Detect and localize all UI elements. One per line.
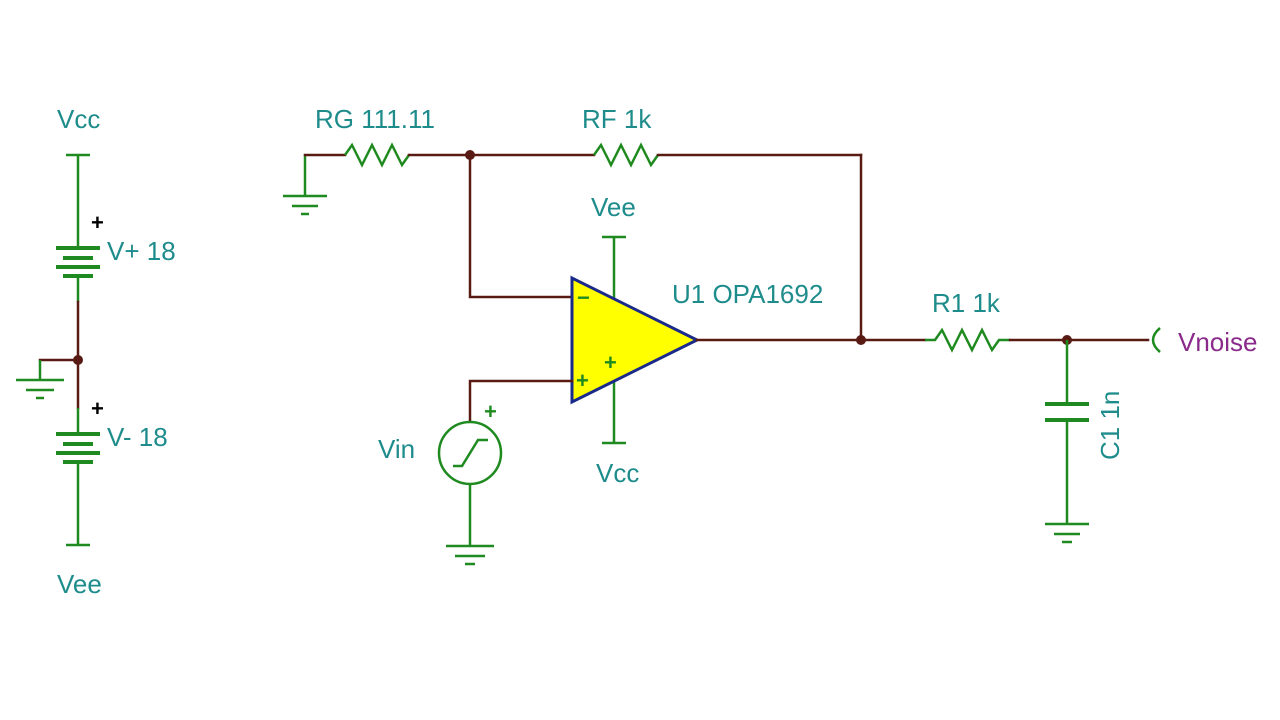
vplus-polarity-mark: +: [91, 210, 104, 235]
vplus-battery-icon: [56, 220, 100, 302]
supply-mid-node: [73, 355, 83, 365]
opamp-triangle-icon: [570, 275, 701, 405]
opamp-noninverting-sign: +: [576, 368, 589, 393]
c1-ground-icon: [1045, 522, 1089, 544]
output-node: [856, 335, 866, 345]
output-filter: R1 1k C1 1n Vnoise: [695, 288, 1258, 544]
vin-polarity-mark: +: [484, 399, 497, 424]
vminus-label: V- 18: [107, 422, 168, 452]
noninverting-input-wire: [468, 379, 574, 423]
vminus-battery-icon: [56, 408, 100, 545]
rf-label: RF 1k: [582, 104, 652, 134]
opamp-inverting-sign: −: [577, 285, 590, 310]
vnoise-label: Vnoise: [1178, 327, 1258, 357]
opamp-label: U1 OPA1692: [672, 279, 823, 309]
vminus-polarity-mark: +: [91, 396, 104, 421]
inverting-input-wire: [468, 153, 574, 299]
c1-capacitor-icon: [1045, 340, 1089, 524]
vee-rail-label: Vee: [57, 569, 102, 599]
vin-label: Vin: [378, 434, 415, 464]
rg-resistor-icon: [343, 142, 411, 168]
input-source: + Vin: [378, 379, 574, 566]
vin-ground-icon: [446, 544, 494, 566]
vnoise-probe-icon: [1151, 327, 1161, 353]
rg-ground-icon: [283, 155, 327, 216]
supply-section: Vcc + V+ 18 +: [16, 104, 176, 599]
rg-label: RG 111.11: [315, 104, 435, 134]
step-source-icon: [437, 420, 503, 546]
opamp-u1: − + + Vee Vcc U1 OPA1692: [570, 192, 823, 488]
opamp-top-supply-label: Vee: [591, 192, 636, 222]
r1-resistor-icon: [925, 327, 1010, 353]
c1-label: C1 1n: [1095, 391, 1125, 460]
r1-label: R1 1k: [932, 288, 1001, 318]
feedback-network: RG 111.11 RF 1k: [283, 104, 863, 342]
vcc-rail-label: Vcc: [57, 104, 100, 134]
opamp-bottom-supply-label: Vcc: [596, 458, 639, 488]
opamp-supply-plus-sign: +: [604, 350, 617, 375]
rf-resistor-icon: [592, 142, 660, 168]
vplus-label: V+ 18: [107, 236, 176, 266]
supply-ground-icon: [16, 360, 64, 400]
